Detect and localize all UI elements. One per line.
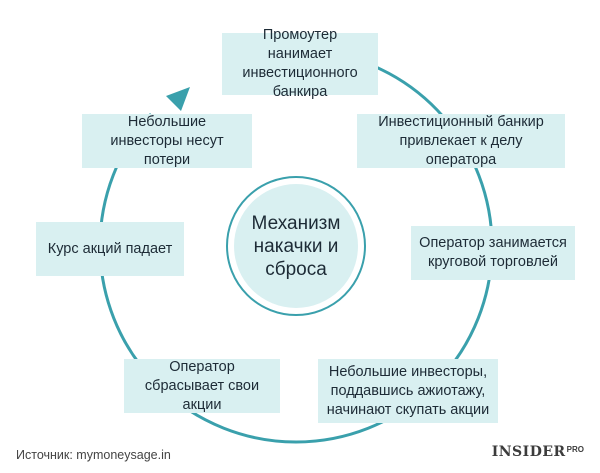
center-label: Механизм накачки и сброса <box>234 184 358 308</box>
insider-pro-logo: INSIDER PRO <box>492 444 584 460</box>
logo-suffix: PRO <box>566 445 584 454</box>
cycle-arrow-head <box>166 87 190 111</box>
step-operator-circular-trading: Оператор занимается круговой торговлей <box>411 226 575 280</box>
source-note: Источник: mymoneysage.in <box>16 448 171 462</box>
step-operator-dumps-shares: Оператор сбрасывает свои акции <box>124 359 280 413</box>
step-small-investors-buy: Небольшие инвесторы, поддавшись ажиотажу… <box>318 359 498 423</box>
step-banker-engages-operator: Инвестиционный банкир привлекает к делу … <box>357 114 565 168</box>
logo-wordmark: INSIDER <box>491 444 566 460</box>
step-promoter-hires-banker: Промоутер нанимает инвестиционного банки… <box>222 27 378 100</box>
step-small-investors-lose: Небольшие инвесторы несут потери <box>82 114 252 168</box>
step-share-price-falls: Курс акций падает <box>36 222 184 276</box>
center-circle: Механизм накачки и сброса <box>226 176 366 316</box>
